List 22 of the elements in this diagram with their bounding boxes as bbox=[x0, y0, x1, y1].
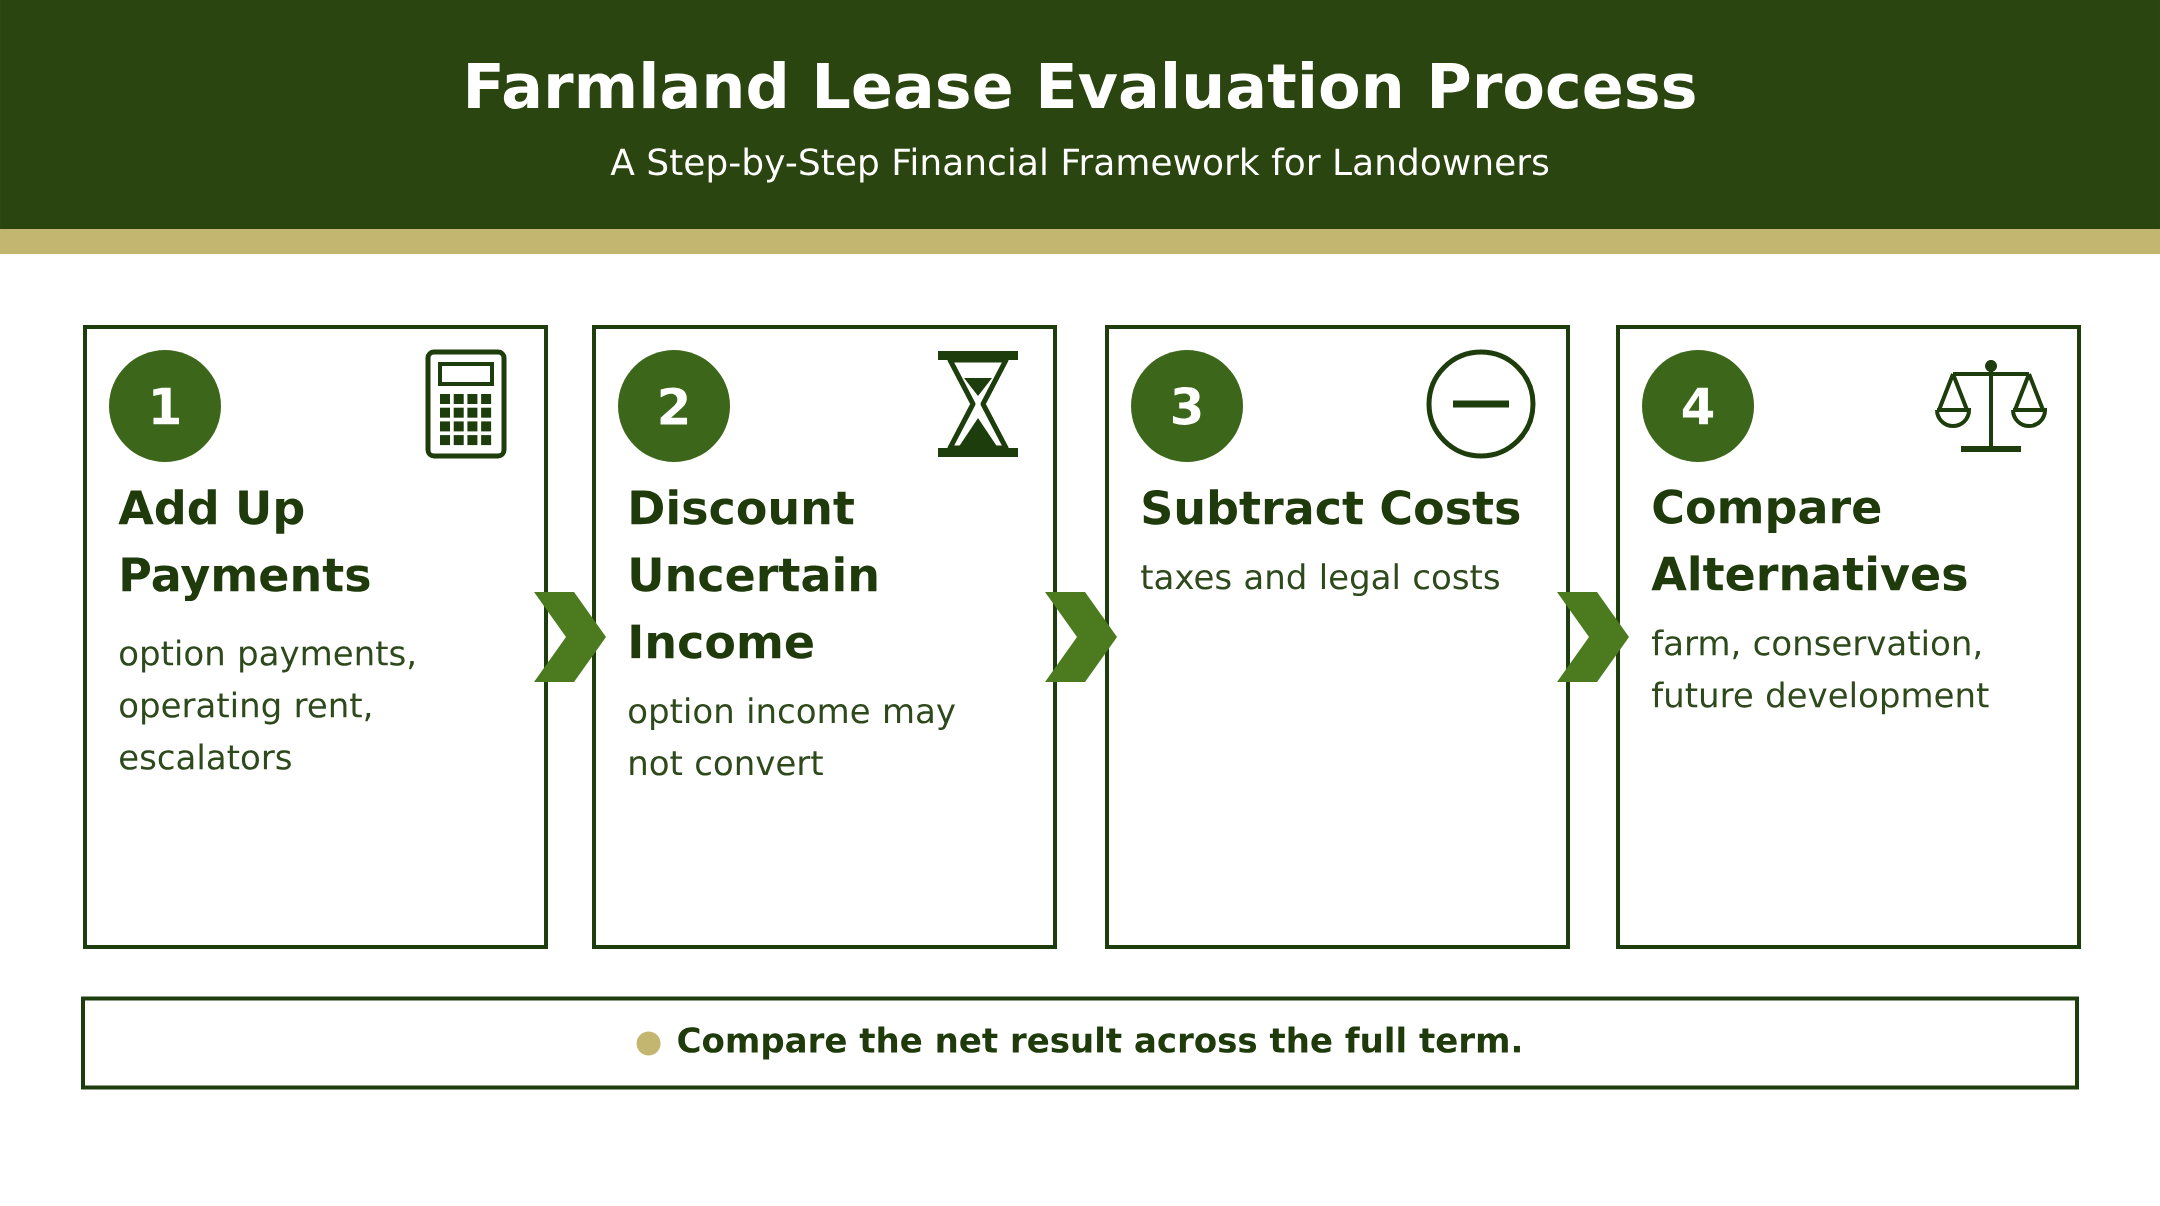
step-description: taxes and legal costs bbox=[1141, 563, 1499, 597]
number-badge: 4 bbox=[1642, 350, 1754, 462]
step-description: option payments, operating rent, escalators bbox=[120, 639, 414, 770]
step-card bbox=[1105, 325, 1570, 949]
number-badge: 2 bbox=[618, 350, 730, 462]
number-badge: 3 bbox=[1131, 350, 1243, 462]
chevron-arrow bbox=[534, 592, 606, 682]
step-card bbox=[592, 325, 1057, 949]
title: Farmland Lease Evaluation Process bbox=[468, 61, 1695, 109]
summary-box: Compare the net result across the full term. bbox=[81, 996, 2079, 1090]
chevron-arrow bbox=[1045, 592, 1117, 682]
step-heading: Compare Alternatives bbox=[1651, 489, 1967, 591]
subtitle: A Step-by-Step Financial Framework for Landowners bbox=[610, 147, 1549, 183]
step-heading: Add Up Payments bbox=[118, 489, 370, 602]
step-heading: Discount Uncertain Income bbox=[631, 489, 877, 659]
step-heading: Subtract Costs bbox=[1143, 489, 1520, 525]
step-description: farm, conservation, future development bbox=[1652, 629, 1989, 715]
step-description: option income may not convert bbox=[629, 697, 955, 776]
step-card bbox=[83, 325, 548, 949]
chevron-arrow bbox=[1557, 592, 1629, 682]
step-card bbox=[1616, 325, 2081, 949]
number-badge: 1 bbox=[109, 350, 221, 462]
